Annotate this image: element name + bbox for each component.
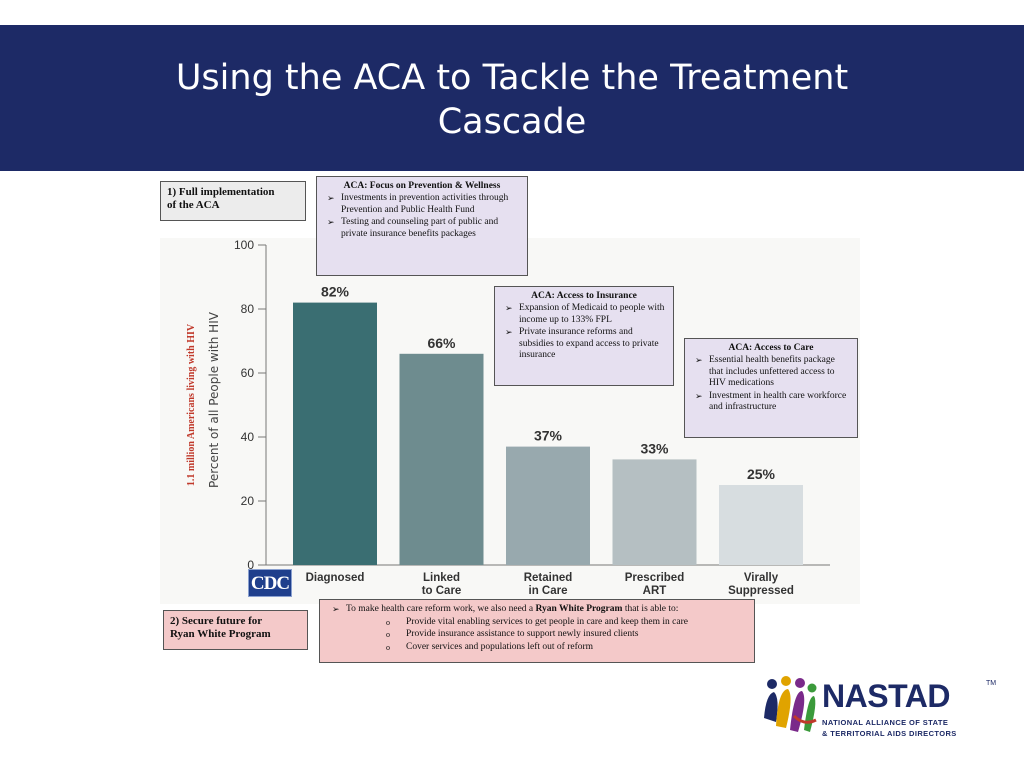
data-label: 66% bbox=[427, 335, 456, 351]
arrow-bullet-icon: ➢ bbox=[505, 303, 513, 313]
category-label: Diagnosed bbox=[306, 572, 365, 584]
people-figures-icon bbox=[764, 676, 817, 732]
data-label: 25% bbox=[747, 466, 776, 482]
y-axis-secondary-label: 1.1 million Americans living with HIV bbox=[186, 323, 197, 486]
bar bbox=[719, 485, 803, 565]
y-axis-label: Percent of all People with HIV bbox=[207, 311, 221, 488]
category-label: Linked bbox=[423, 572, 460, 584]
category-label: Suppressed bbox=[728, 585, 794, 597]
ryan-white-intro: ➢To make health care reform work, we als… bbox=[332, 604, 679, 614]
list-item: ➢Private insurance reforms and subsidies… bbox=[505, 327, 659, 360]
arrow-bullet-icon: ➢ bbox=[332, 604, 340, 614]
list-item: ➢Investments in prevention activities th… bbox=[327, 193, 509, 215]
list-item: ➢Investment in health care workforce and… bbox=[695, 390, 847, 413]
prevention-title: ACA: Focus on Prevention & Wellness bbox=[343, 181, 501, 191]
nastad-logo: NASTAD TM NATIONAL ALLIANCE OF STATE & T… bbox=[760, 676, 996, 746]
data-label: 33% bbox=[640, 440, 669, 456]
cdc-logo: CDC bbox=[248, 569, 292, 597]
y-tick-label: 0 bbox=[247, 558, 254, 572]
page-title: Using the ACA to Tackle the Treatment Ca… bbox=[175, 58, 849, 142]
category-label: in Care bbox=[529, 585, 568, 597]
circle-bullet-icon: o bbox=[386, 630, 390, 639]
arrow-bullet-icon: ➢ bbox=[505, 327, 513, 337]
ryan-white-label: 2) Secure future for Ryan White Program bbox=[163, 610, 308, 650]
logo-tagline-2: & TERRITORIAL AIDS DIRECTORS bbox=[822, 729, 957, 738]
arrow-bullet-icon: ➢ bbox=[327, 193, 335, 203]
category-label: Retained bbox=[524, 572, 573, 584]
insurance-box: ACA: Access to Insurance ➢Expansion of M… bbox=[494, 286, 674, 386]
y-tick-label: 60 bbox=[241, 366, 255, 380]
care-title: ACA: Access to Care bbox=[728, 343, 814, 353]
header-banner: Using the ACA to Tackle the Treatment Ca… bbox=[0, 25, 1024, 171]
prevention-box: ACA: Focus on Prevention & Wellness ➢Inv… bbox=[316, 176, 528, 276]
list-item: ➢Testing and counseling part of public a… bbox=[327, 217, 499, 239]
bar bbox=[506, 446, 590, 565]
full-implementation-label: 1) Full implementation of the ACA bbox=[160, 181, 306, 221]
list-item: ➢Expansion of Medicaid to people with in… bbox=[505, 303, 665, 325]
category-label: Virally bbox=[744, 572, 779, 584]
data-label: 37% bbox=[534, 428, 563, 444]
y-tick-label: 100 bbox=[234, 238, 254, 252]
bar bbox=[293, 302, 377, 565]
y-tick-label: 80 bbox=[241, 302, 255, 316]
list-item: ➢Essential health benefits package that … bbox=[695, 355, 835, 388]
ryan-white-box: ➢To make health care reform work, we als… bbox=[319, 599, 755, 663]
category-label: ART bbox=[643, 585, 667, 597]
category-label: to Care bbox=[422, 585, 462, 597]
care-box: ACA: Access to Care ➢Essential health be… bbox=[684, 338, 858, 438]
circle-bullet-icon: o bbox=[386, 642, 390, 652]
insurance-title: ACA: Access to Insurance bbox=[531, 291, 637, 301]
logo-tagline-1: NATIONAL ALLIANCE OF STATE bbox=[822, 718, 949, 727]
arrow-bullet-icon: ➢ bbox=[695, 390, 703, 401]
nastad-wordmark: NASTAD bbox=[822, 678, 950, 714]
trademark-mark: TM bbox=[986, 680, 997, 687]
data-label: 82% bbox=[321, 284, 350, 300]
bar bbox=[399, 353, 484, 565]
y-tick-label: 40 bbox=[241, 430, 255, 444]
circle-bullet-icon: o bbox=[386, 617, 390, 627]
arrow-bullet-icon: ➢ bbox=[695, 355, 703, 365]
y-tick-label: 20 bbox=[241, 494, 255, 508]
category-label: Prescribed bbox=[625, 572, 684, 584]
bar bbox=[612, 459, 697, 565]
arrow-bullet-icon: ➢ bbox=[327, 217, 335, 227]
